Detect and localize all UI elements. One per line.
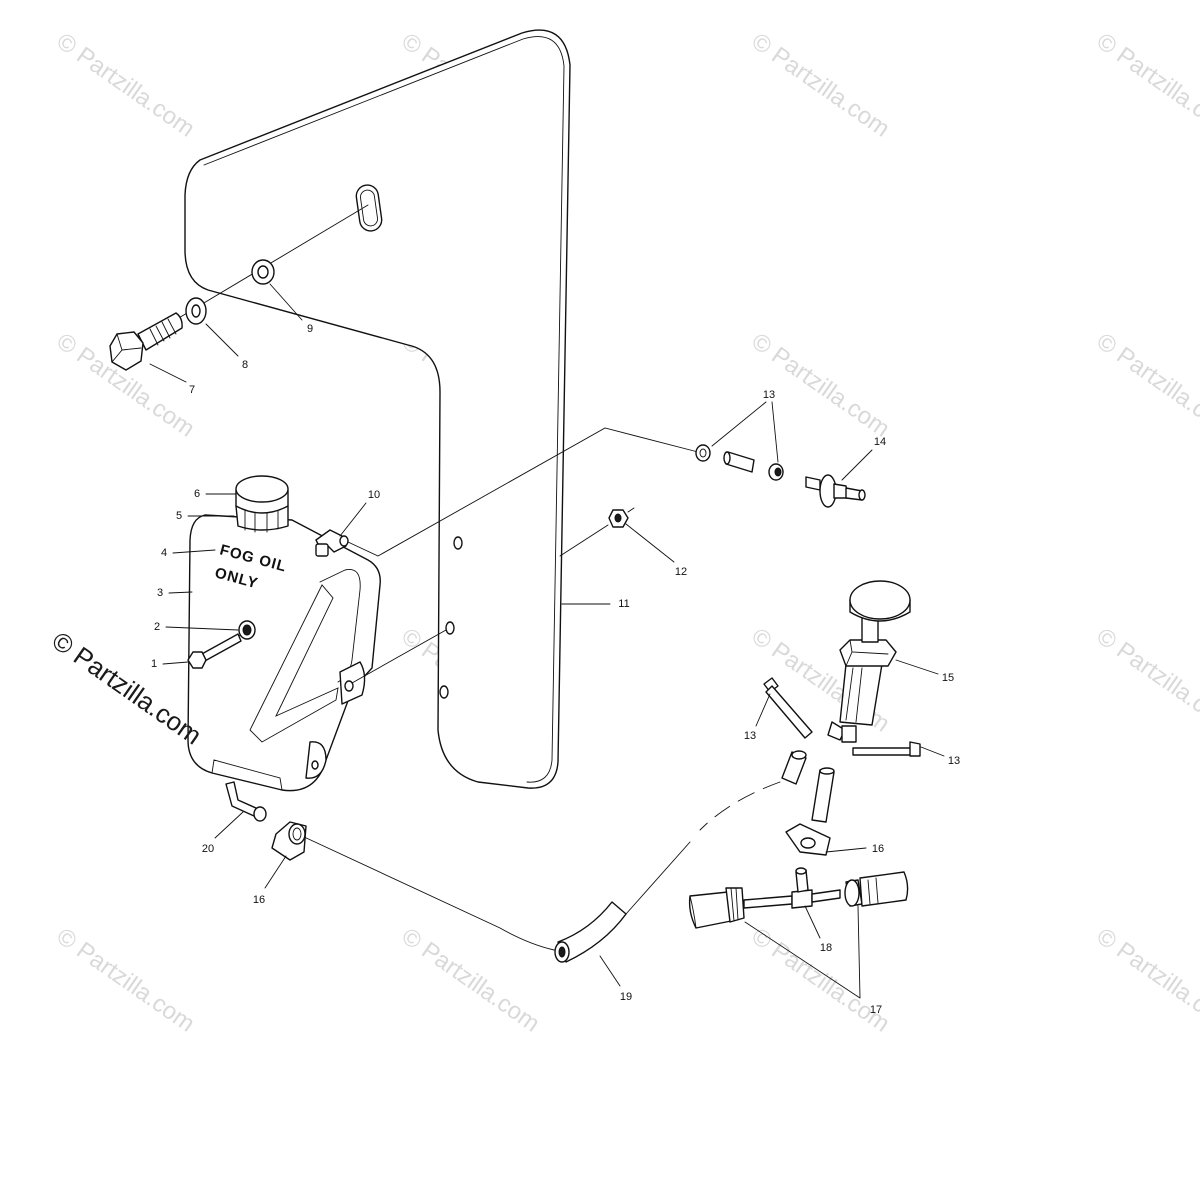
watermark: © Partzilla.com [397, 923, 545, 1038]
hose-19 [554, 901, 627, 963]
callout-label: 17 [870, 1004, 882, 1016]
screw-1 [187, 631, 246, 669]
ferrule-17-left [725, 887, 745, 923]
watermark: © Partzilla.com [1092, 28, 1200, 143]
callout-label: 19 [620, 991, 632, 1003]
ferrule-17-right [844, 879, 863, 907]
callout-label: 1 [151, 658, 157, 670]
mounting-plate [184, 29, 571, 789]
callout-label: 6 [194, 488, 200, 500]
callout-label: 13 [763, 389, 775, 401]
callout-label: 9 [307, 323, 313, 335]
washer-9 [251, 259, 275, 285]
hose-piece-13 [723, 451, 755, 473]
watermark-primary: © Partzilla.com [47, 625, 208, 750]
assembly-line [627, 507, 635, 513]
callout-label: 13 [744, 730, 756, 742]
callout-label: 10 [368, 489, 380, 501]
tank-cap [235, 475, 289, 514]
callout-label: 8 [242, 359, 248, 371]
callout-label: 20 [202, 843, 214, 855]
clip-16-upper [785, 823, 831, 856]
fuel-line-path [625, 841, 691, 915]
callout-label: 4 [161, 547, 167, 559]
pump-hose [811, 767, 835, 823]
primer-pump-15 [827, 580, 911, 743]
callout-label: 13 [948, 755, 960, 767]
fuel-line-path [699, 781, 781, 831]
plate-slot [355, 184, 383, 232]
assembly-line [351, 629, 447, 684]
leader-lines [149, 283, 945, 999]
callout-label: 15 [942, 672, 954, 684]
callout-label: 11 [618, 598, 629, 610]
callout-label: 7 [189, 384, 195, 396]
check-valve-14 [805, 474, 866, 508]
hose-clamp-13 [768, 463, 784, 481]
elbow-20 [225, 781, 267, 822]
watermark: © Partzilla.com [1092, 328, 1200, 443]
watermark: © Partzilla.com [747, 328, 895, 443]
callout-label: 12 [675, 566, 687, 578]
t-fitting-18 [743, 867, 841, 909]
callout-label: 2 [154, 621, 160, 633]
callout-label: 3 [157, 587, 163, 599]
watermark: © Partzilla.com [1092, 923, 1200, 1038]
oil-tank: FOG OIL ONLY [187, 514, 381, 792]
plate-hole [445, 621, 455, 635]
fuel-line-path [301, 835, 555, 951]
vent-line [347, 427, 699, 557]
callout-label: 16 [872, 843, 884, 855]
tube-13-right [852, 741, 921, 757]
fuel-hose-17-right [859, 871, 909, 907]
watermark: © Partzilla.com [52, 923, 200, 1038]
washer-8 [185, 297, 207, 325]
hose-clamp-13 [695, 444, 711, 462]
bolt-7 [109, 312, 183, 371]
tube-13-left [763, 677, 813, 739]
clip-16-lower [271, 821, 307, 861]
callout-label: 5 [176, 510, 182, 522]
vent-fitting-10 [315, 529, 349, 557]
callout-label: 14 [874, 436, 886, 448]
assembly-line [559, 524, 609, 557]
watermark: © Partzilla.com [747, 923, 895, 1038]
callouts: 13 14 10 6 5 4 3 2 1 12 11 15 13 13 16 2… [151, 323, 960, 1016]
watermark: © Partzilla.com [52, 28, 200, 143]
plate-hole [439, 685, 449, 699]
nut-12 [608, 509, 629, 528]
callout-label: 16 [253, 894, 265, 906]
watermark: © Partzilla.com [1092, 623, 1200, 738]
watermark: © Partzilla.com [747, 28, 895, 143]
hose-piece [781, 750, 807, 785]
tank-neck [235, 505, 289, 533]
plate-hole [453, 536, 463, 550]
callout-label: 18 [820, 942, 832, 954]
washer-2 [238, 620, 256, 640]
